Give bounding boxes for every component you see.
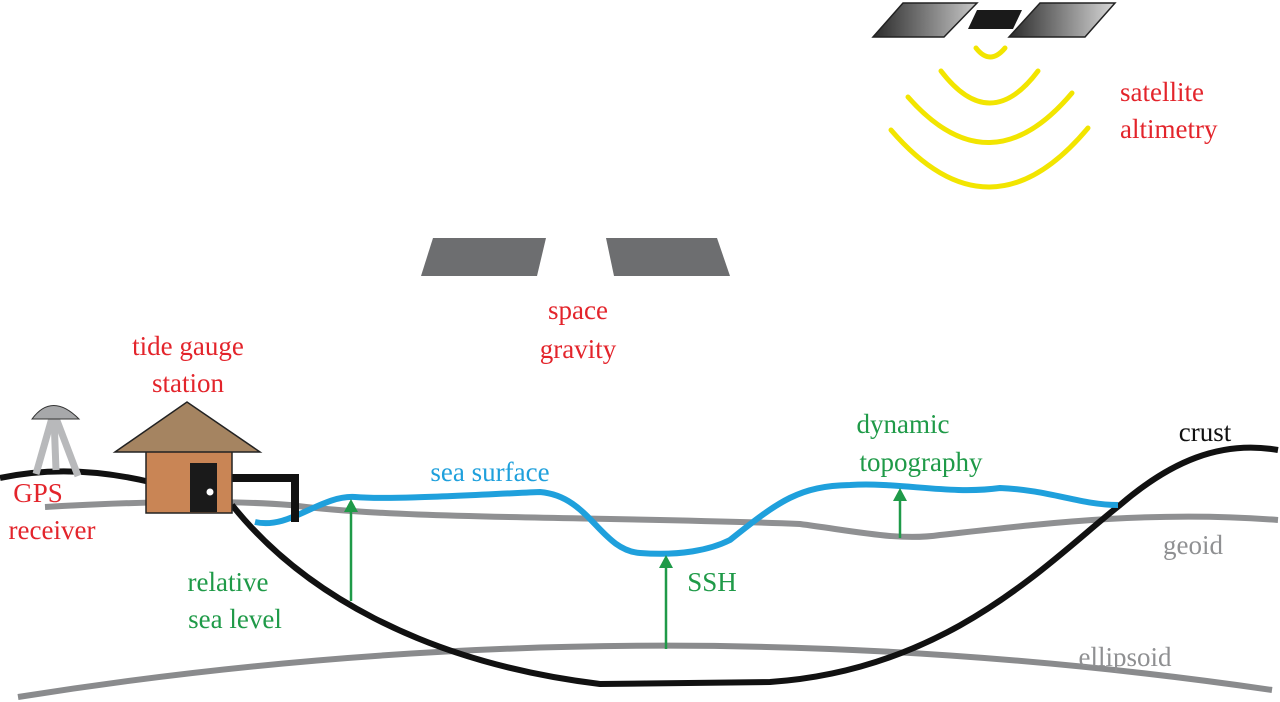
receiver-label: receiver bbox=[9, 515, 96, 545]
station-label: station bbox=[152, 368, 224, 398]
dynamic-label: dynamic bbox=[857, 409, 950, 439]
crust-line bbox=[0, 444, 1279, 688]
ssh-arrow bbox=[659, 555, 673, 649]
crust-label: crust bbox=[1179, 417, 1232, 447]
ssh-label: SSH bbox=[687, 567, 737, 597]
gravity-satellites-icon bbox=[421, 238, 730, 276]
tide-gauge-house-icon bbox=[112, 401, 263, 514]
altimetry-label: altimetry bbox=[1120, 114, 1218, 144]
relative-sea-level-arrow bbox=[344, 499, 358, 601]
ellipsoid-line bbox=[17, 642, 1273, 700]
satellite-label: satellite bbox=[1120, 77, 1204, 107]
sea-surface-line bbox=[254, 481, 1119, 557]
dynamic-topography-arrow bbox=[893, 488, 907, 538]
ellipsoid-label: ellipsoid bbox=[1079, 642, 1172, 672]
tide-gauge-pipe bbox=[232, 474, 299, 522]
altimetry-satellite-icon bbox=[871, 2, 1117, 38]
tide-gauge-label: tide gauge bbox=[132, 331, 244, 361]
geoid-label: geoid bbox=[1163, 530, 1223, 560]
altimetry-signal-icon bbox=[888, 45, 1091, 190]
gps-label: GPS bbox=[13, 478, 63, 508]
relative-label: relative bbox=[188, 567, 269, 597]
sea-level-label: sea level bbox=[188, 604, 282, 634]
gravity-label: gravity bbox=[540, 334, 617, 364]
geoid-line bbox=[44, 498, 1279, 540]
space-label: space bbox=[548, 295, 608, 325]
gps-receiver-icon bbox=[31, 405, 82, 478]
topography-label: topography bbox=[860, 447, 983, 477]
sea-surface-label: sea surface bbox=[430, 457, 549, 487]
